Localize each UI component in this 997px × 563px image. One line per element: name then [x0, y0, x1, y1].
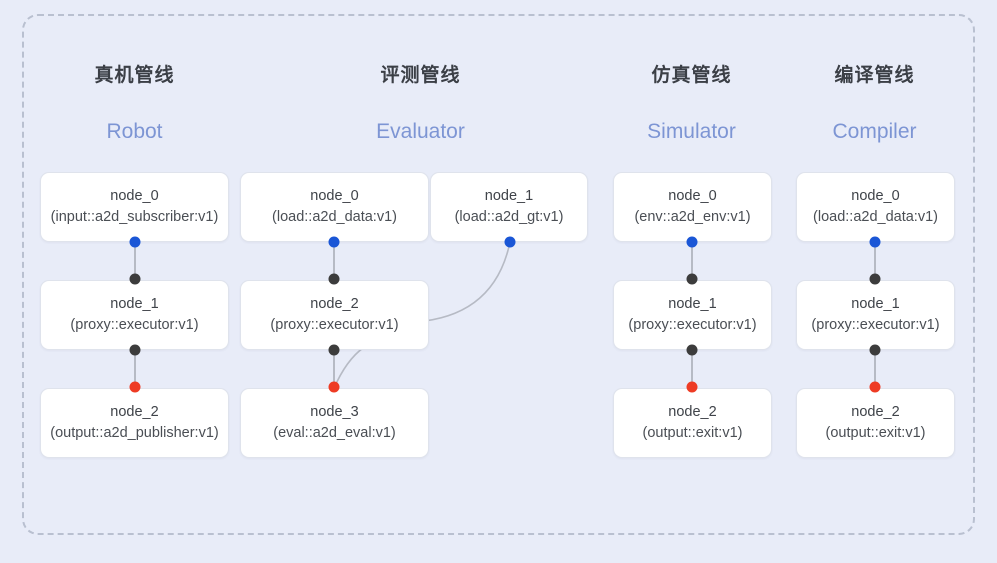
edge-simulator-0-1 [691, 242, 693, 279]
node-compiler-0[interactable]: node_0 (load::a2d_data:v1) [796, 172, 955, 242]
node-subtitle: (eval::a2d_eval:v1) [273, 425, 396, 441]
node-evaluator-0[interactable]: node_0 (load::a2d_data:v1) [240, 172, 429, 242]
node-subtitle: (proxy::executor:v1) [628, 317, 757, 333]
node-title: node_1 [110, 296, 159, 312]
node-subtitle: (proxy::executor:v1) [811, 317, 940, 333]
edge-compiler-0-1 [874, 242, 876, 279]
node-title: node_2 [310, 296, 359, 312]
node-title: node_1 [851, 296, 900, 312]
node-robot-2[interactable]: node_2 (output::a2d_publisher:v1) [40, 388, 229, 458]
node-compiler-1[interactable]: node_1 (proxy::executor:v1) [796, 280, 955, 350]
node-title: node_2 [851, 404, 900, 420]
node-subtitle: (proxy::executor:v1) [70, 317, 199, 333]
node-subtitle: (output::exit:v1) [825, 425, 926, 441]
port-in-simulator-2[interactable] [686, 381, 698, 393]
node-subtitle: (output::a2d_publisher:v1) [50, 425, 219, 441]
edge-robot-0-1 [134, 242, 136, 279]
node-subtitle: (output::exit:v1) [642, 425, 743, 441]
node-evaluator-1[interactable]: node_1 (load::a2d_gt:v1) [430, 172, 588, 242]
node-title: node_2 [668, 404, 717, 420]
node-title: node_0 [668, 188, 717, 204]
node-evaluator-3[interactable]: node_3 (eval::a2d_eval:v1) [240, 388, 429, 458]
node-title: node_2 [110, 404, 159, 420]
port-in-robot-1[interactable] [129, 273, 141, 285]
port-in-simulator-1[interactable] [686, 273, 698, 285]
node-subtitle: (load::a2d_data:v1) [813, 209, 938, 225]
port-out-simulator-0[interactable] [686, 236, 698, 248]
node-subtitle: (input::a2d_subscriber:v1) [50, 209, 219, 225]
node-title: node_1 [668, 296, 717, 312]
edge-simulator-1-2 [691, 350, 693, 387]
port-out-robot-1[interactable] [129, 344, 141, 356]
node-title: node_0 [851, 188, 900, 204]
port-out-simulator-1[interactable] [686, 344, 698, 356]
node-title: node_0 [310, 188, 359, 204]
node-title: node_3 [310, 404, 359, 420]
port-out-evaluator-1[interactable] [504, 236, 516, 248]
node-subtitle: (load::a2d_data:v1) [272, 209, 397, 225]
node-subtitle: (load::a2d_gt:v1) [454, 209, 564, 225]
node-subtitle: (proxy::executor:v1) [270, 317, 399, 333]
port-in-robot-2[interactable] [129, 381, 141, 393]
node-title: node_1 [484, 188, 534, 204]
port-in-evaluator-2[interactable] [328, 273, 340, 285]
node-subtitle: (env::a2d_env:v1) [634, 209, 751, 225]
node-evaluator-2[interactable]: node_2 (proxy::executor:v1) [240, 280, 429, 350]
node-compiler-2[interactable]: node_2 (output::exit:v1) [796, 388, 955, 458]
port-out-evaluator-0[interactable] [328, 236, 340, 248]
node-robot-1[interactable]: node_1 (proxy::executor:v1) [40, 280, 229, 350]
port-out-robot-0[interactable] [129, 236, 141, 248]
edge-robot-1-2 [134, 350, 136, 387]
port-out-compiler-0[interactable] [869, 236, 881, 248]
port-in-evaluator-3[interactable] [328, 381, 340, 393]
node-simulator-1[interactable]: node_1 (proxy::executor:v1) [613, 280, 772, 350]
port-out-compiler-1[interactable] [869, 344, 881, 356]
port-in-compiler-1[interactable] [869, 273, 881, 285]
node-simulator-0[interactable]: node_0 (env::a2d_env:v1) [613, 172, 772, 242]
diagram-frame [22, 14, 975, 535]
port-out-evaluator-2[interactable] [328, 344, 340, 356]
node-simulator-2[interactable]: node_2 (output::exit:v1) [613, 388, 772, 458]
node-robot-0[interactable]: node_0 (input::a2d_subscriber:v1) [40, 172, 229, 242]
node-title: node_0 [110, 188, 159, 204]
edge-evaluator-0-2 [333, 242, 335, 279]
port-in-compiler-2[interactable] [869, 381, 881, 393]
edge-compiler-1-2 [874, 350, 876, 387]
edge-evaluator-2-3 [333, 350, 335, 387]
